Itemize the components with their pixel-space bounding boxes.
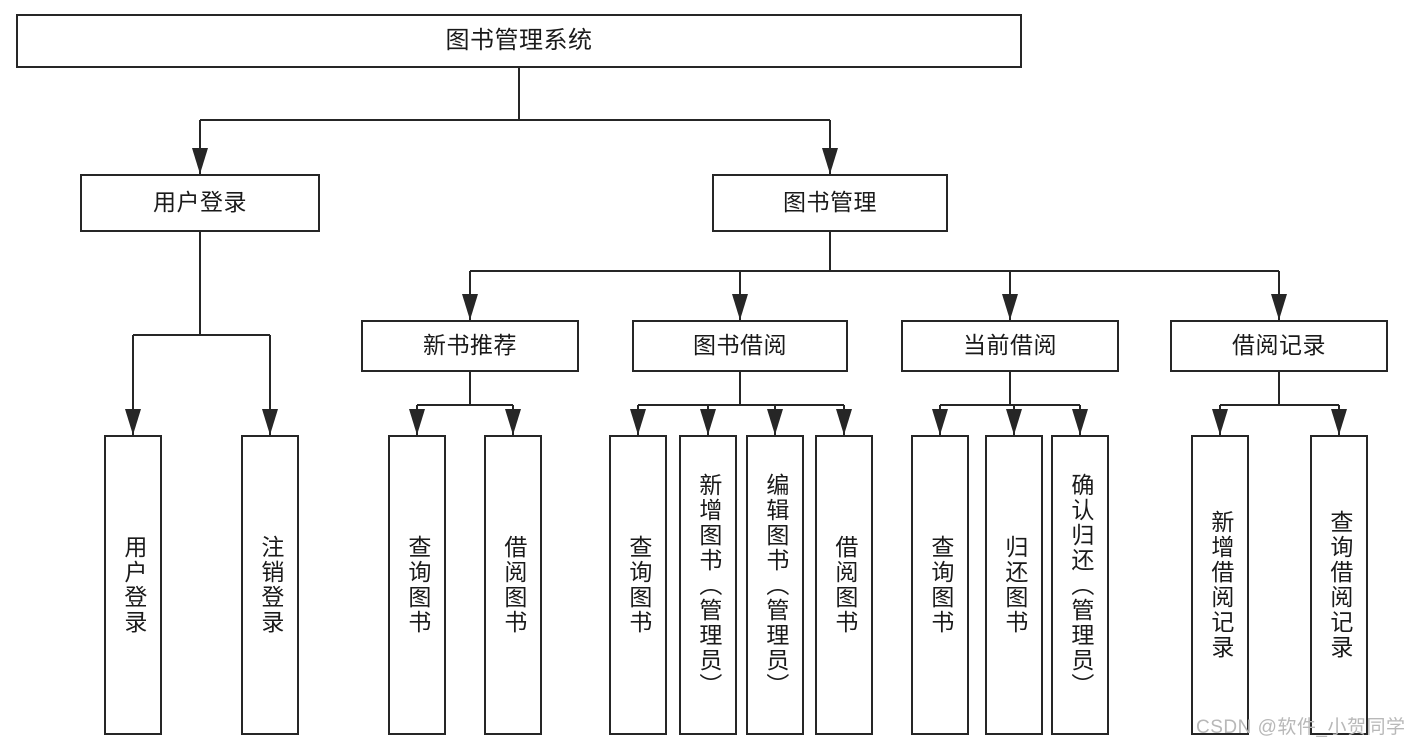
arrow-head-icon [822, 148, 838, 174]
node-label: 图书借阅 [693, 332, 787, 359]
arrow-head-icon [700, 409, 716, 435]
node-label: 查询图书 [404, 535, 431, 635]
node-leaf2[interactable]: 注销登录 [241, 435, 299, 735]
node-label: 查询借阅记录 [1326, 510, 1353, 660]
node-label: 当前借阅 [963, 332, 1057, 359]
arrow-head-icon [1271, 294, 1287, 320]
node-login[interactable]: 用户登录 [80, 174, 320, 232]
node-label: 借阅图书 [831, 535, 858, 635]
arrow-head-icon [1006, 409, 1022, 435]
arrow-head-icon [1212, 409, 1228, 435]
node-bookmgmt[interactable]: 图书管理 [712, 174, 948, 232]
node-label: 用户登录 [120, 535, 147, 635]
node-label: 新书推荐 [423, 332, 517, 359]
node-label: 归还图书 [1001, 535, 1028, 635]
node-leaf4[interactable]: 借阅图书 [484, 435, 542, 735]
node-label: 借阅图书 [500, 535, 527, 635]
arrow-head-icon [767, 409, 783, 435]
arrow-head-icon [125, 409, 141, 435]
node-label: 借阅记录 [1232, 332, 1326, 359]
node-root[interactable]: 图书管理系统 [16, 14, 1022, 68]
node-label: 图书管理 [783, 189, 877, 216]
node-leaf5[interactable]: 查询图书 [609, 435, 667, 735]
arrow-head-icon [262, 409, 278, 435]
node-leaf10[interactable]: 归还图书 [985, 435, 1043, 735]
arrow-head-icon [932, 409, 948, 435]
node-leaf1[interactable]: 用户登录 [104, 435, 162, 735]
arrow-head-icon [462, 294, 478, 320]
arrow-head-icon [192, 148, 208, 174]
node-record[interactable]: 借阅记录 [1170, 320, 1388, 372]
node-leaf11[interactable]: 确认归还（管理员） [1051, 435, 1109, 735]
node-label: 用户登录 [153, 189, 247, 216]
node-leaf6[interactable]: 新增图书（管理员） [679, 435, 737, 735]
node-borrow[interactable]: 图书借阅 [632, 320, 848, 372]
node-label: 确认归还（管理员） [1067, 472, 1094, 698]
arrow-head-icon [1072, 409, 1088, 435]
node-label: 查询图书 [625, 535, 652, 635]
node-current[interactable]: 当前借阅 [901, 320, 1119, 372]
node-leaf7[interactable]: 编辑图书（管理员） [746, 435, 804, 735]
node-label: 图书管理系统 [445, 26, 593, 54]
node-newbook[interactable]: 新书推荐 [361, 320, 579, 372]
node-label: 注销登录 [257, 535, 284, 635]
node-leaf9[interactable]: 查询图书 [911, 435, 969, 735]
node-leaf12[interactable]: 新增借阅记录 [1191, 435, 1249, 735]
arrow-head-icon [1331, 409, 1347, 435]
node-leaf8[interactable]: 借阅图书 [815, 435, 873, 735]
node-label: 新增图书（管理员） [695, 472, 722, 698]
arrow-head-icon [505, 409, 521, 435]
node-label: 查询图书 [927, 535, 954, 635]
node-leaf3[interactable]: 查询图书 [388, 435, 446, 735]
arrow-head-icon [732, 294, 748, 320]
node-leaf13[interactable]: 查询借阅记录 [1310, 435, 1368, 735]
arrow-head-icon [1002, 294, 1018, 320]
arrow-head-icon [409, 409, 425, 435]
arrow-head-icon [630, 409, 646, 435]
node-label: 新增借阅记录 [1207, 510, 1234, 660]
arrow-head-icon [836, 409, 852, 435]
node-label: 编辑图书（管理员） [762, 472, 789, 698]
